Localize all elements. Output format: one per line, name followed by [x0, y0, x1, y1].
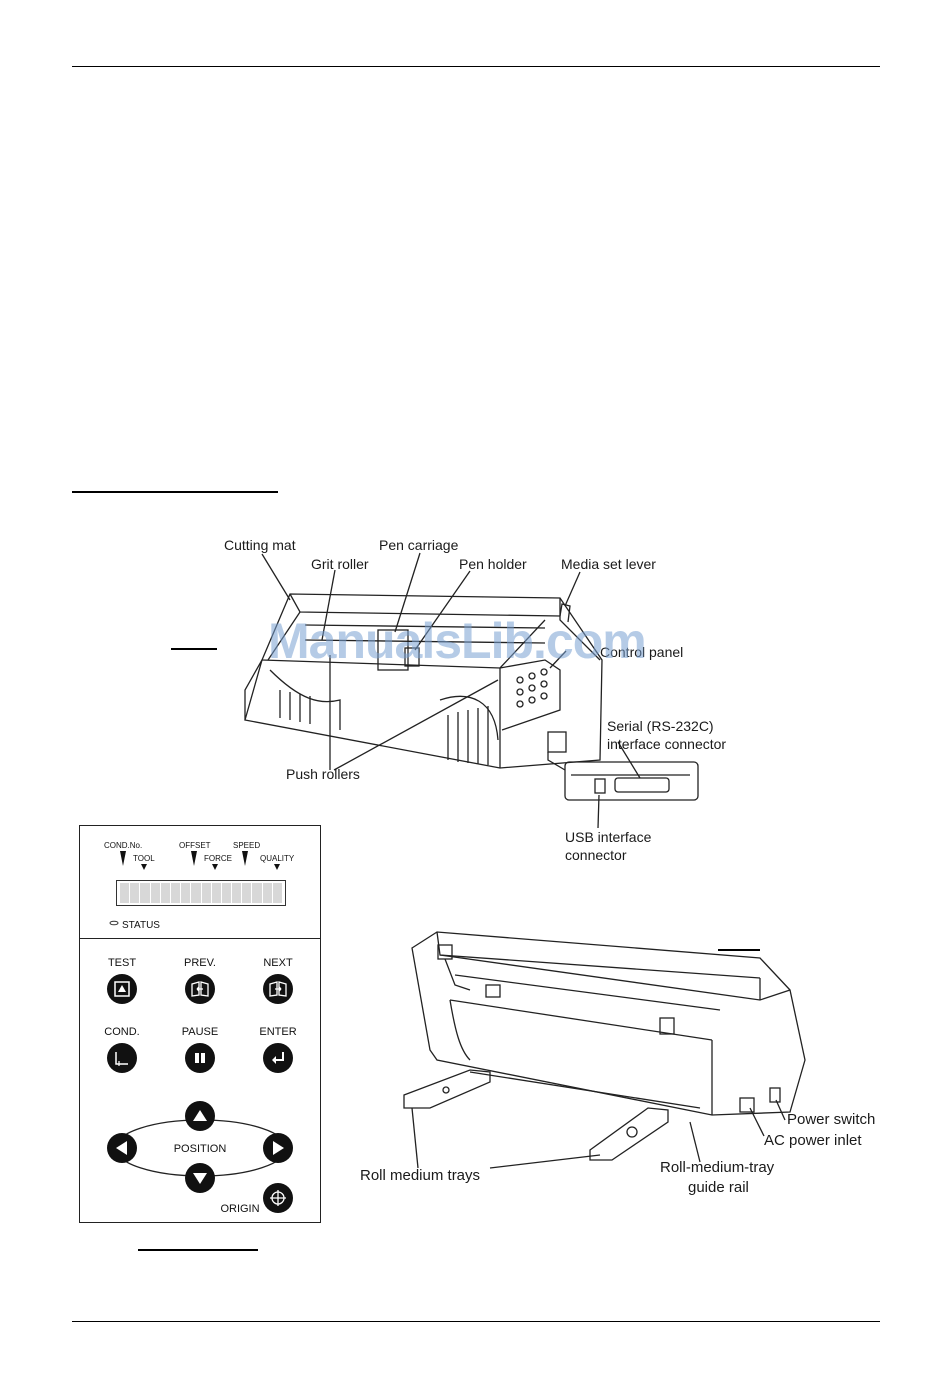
label-ac-power-inlet: AC power inlet	[764, 1132, 862, 1149]
cond-key[interactable]	[107, 1043, 137, 1073]
next-key[interactable]	[263, 974, 293, 1004]
header-rule	[72, 66, 880, 67]
test-key-label: TEST	[107, 957, 137, 969]
position-right-key[interactable]	[263, 1133, 293, 1163]
position-down-key[interactable]	[185, 1163, 215, 1193]
figure-caption-underline	[138, 1249, 258, 1251]
label-guide-rail-1: Roll-medium-tray	[660, 1159, 775, 1176]
indicator-cond-no: COND.No.	[104, 841, 143, 850]
control-panel-divider	[79, 938, 321, 939]
book-next-icon	[269, 981, 287, 997]
next-key-label: NEXT	[263, 957, 293, 969]
position-left-key[interactable]	[107, 1133, 137, 1163]
book-prev-icon	[191, 981, 209, 997]
position-up-key[interactable]	[185, 1101, 215, 1131]
indicator-speed: SPEED	[233, 841, 261, 850]
test-key[interactable]	[107, 974, 137, 1004]
origin-key[interactable]	[263, 1183, 293, 1213]
label-usb-connector-2: connector	[565, 847, 627, 863]
indicator-tool: TOOL	[133, 854, 155, 863]
prev-key-label: PREV.	[183, 957, 216, 969]
label-push-rollers: Push rollers	[286, 766, 360, 782]
arrow-down-icon	[193, 1173, 207, 1184]
crosshair-icon	[270, 1190, 286, 1206]
pause-key[interactable]	[185, 1043, 215, 1073]
cond-key-label: COND.	[104, 1026, 140, 1038]
cond-icon	[115, 1052, 128, 1066]
enter-key-label: ENTER	[259, 1026, 297, 1038]
label-serial-connector-1: Serial (RS-232C)	[607, 718, 714, 734]
status-label: STATUS	[122, 920, 160, 931]
arrow-up-icon	[193, 1110, 207, 1121]
enter-key[interactable]	[263, 1043, 293, 1073]
label-guide-rail-2: guide rail	[688, 1179, 749, 1196]
label-power-switch: Power switch	[787, 1111, 876, 1128]
indicator-offset: OFFSET	[179, 841, 211, 850]
enter-icon	[272, 1052, 284, 1064]
label-control-panel: Control panel	[600, 644, 684, 660]
arrow-left-icon	[116, 1141, 127, 1155]
origin-label: ORIGIN	[220, 1203, 260, 1215]
indicator-quality: QUALITY	[260, 854, 295, 863]
pause-icon	[195, 1053, 205, 1063]
label-media-set-lever: Media set lever	[561, 556, 656, 572]
position-label: POSITION	[173, 1143, 227, 1155]
control-panel-diagram	[79, 825, 321, 1223]
pause-key-label: PAUSE	[181, 1026, 219, 1038]
label-serial-connector-2: interface connector	[607, 736, 727, 752]
footer-rule	[72, 1321, 880, 1322]
triangle-up-icon	[114, 981, 130, 997]
label-pen-carriage: Pen carriage	[379, 537, 459, 553]
label-pen-holder: Pen holder	[459, 556, 527, 572]
prev-key[interactable]	[185, 974, 215, 1004]
lcd-display	[116, 880, 286, 906]
watermark: ManualsLib.com	[268, 613, 647, 669]
arrow-right-icon	[273, 1141, 284, 1155]
label-roll-medium-trays: Roll medium trays	[360, 1167, 481, 1184]
label-grit-roller: Grit roller	[311, 556, 369, 572]
indicator-force: FORCE	[204, 854, 232, 863]
label-cutting-mat: Cutting mat	[224, 537, 296, 553]
section-heading-underline	[72, 491, 278, 493]
label-usb-connector-1: USB interface	[565, 829, 652, 845]
